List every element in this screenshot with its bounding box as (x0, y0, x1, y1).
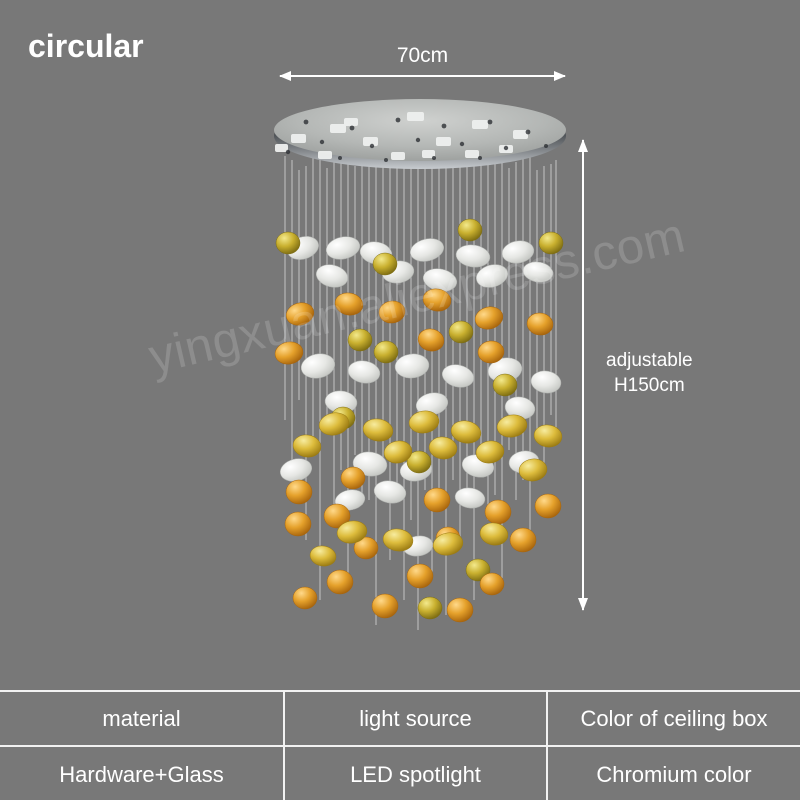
height-dimension-label: adjustable H150cm (606, 348, 693, 398)
spec-header-material: material (0, 692, 285, 745)
height-dimension-label-line2: H150cm (613, 375, 685, 396)
spec-value-ceiling-box-color: Chromium color (596, 761, 752, 787)
height-dimension-label-line1: adjustable (606, 350, 693, 371)
ceiling-plate (274, 99, 566, 169)
crystal-cluster-group (274, 218, 564, 623)
spec-value-light-source: LED spotlight (285, 747, 548, 800)
page-title: circular (28, 28, 144, 64)
spec-table-value-row: Hardware+Glass LED spotlight Chromium co… (0, 747, 800, 800)
spec-value-material: Hardware+Glass (0, 747, 285, 800)
width-dimension-label: 70cm (396, 44, 449, 67)
width-dimension-arrow (279, 71, 566, 81)
height-dimension-arrow (578, 139, 588, 611)
spec-table-header-row: material light source Color of ceiling b… (0, 692, 800, 747)
spec-header-light-source: light source (285, 692, 548, 745)
chandelier-illustration (274, 99, 566, 630)
spec-header-ceiling-box-color: Color of ceiling box (580, 705, 768, 731)
spec-table: material light source Color of ceiling b… (0, 690, 800, 800)
